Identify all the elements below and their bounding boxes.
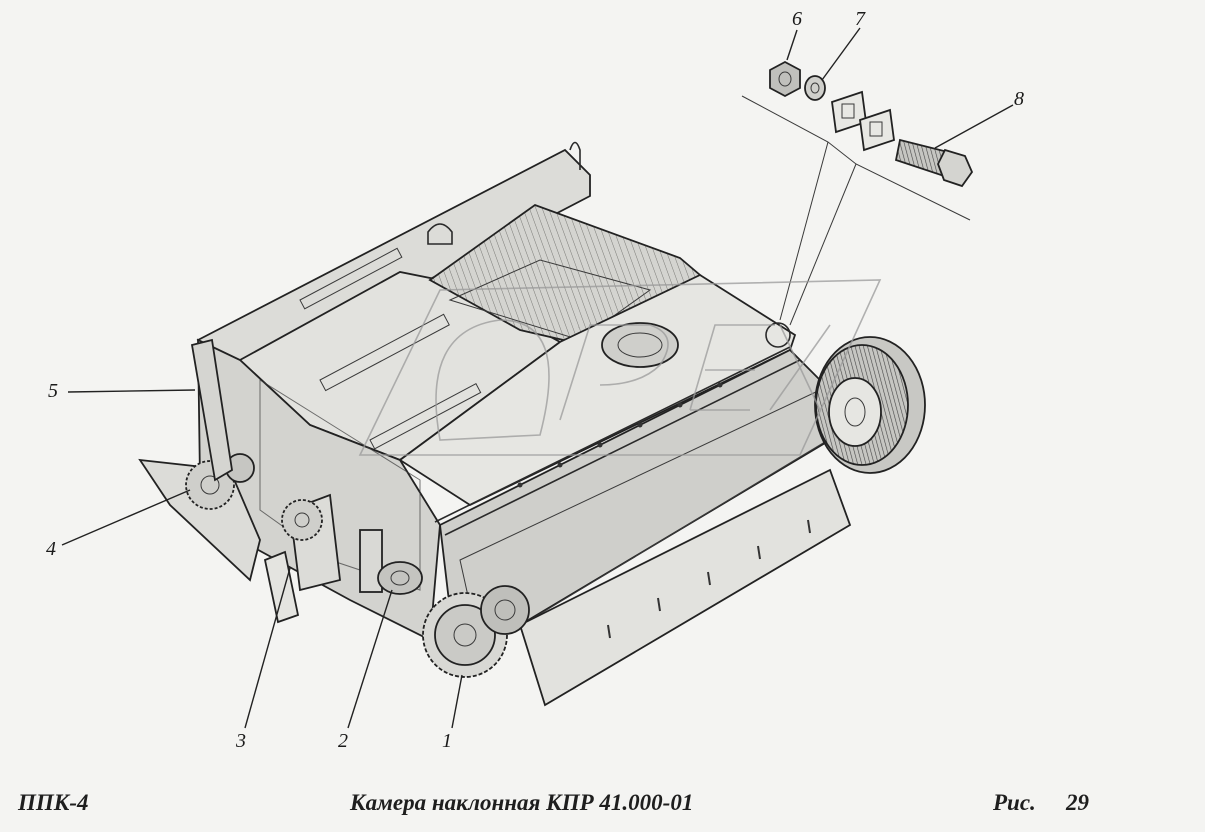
nut-6 [769,60,801,98]
footer-left-code: ППК-4 [18,790,89,815]
leader-1 [451,674,463,729]
leader-7 [821,27,861,81]
washer-7 [804,75,826,101]
pulley [814,336,926,474]
sprocket-1 [422,585,530,678]
leader-4 [61,489,191,546]
front-blade [518,468,852,707]
bracket-5 [190,338,233,482]
housing-left-side-shade [259,379,421,591]
leader-3 [244,567,291,729]
sprocket-4 [138,453,261,582]
lifting-eye [569,141,581,170]
cover-slots [299,247,482,450]
bolt-8 [894,138,974,188]
callout-3: 3 [236,730,246,752]
callout-4: 4 [46,538,56,560]
bearing-unit-2 [359,529,423,595]
callout-7: 7 [855,8,865,30]
leader-5 [67,389,196,393]
housing [196,141,831,642]
leader-lines [61,27,1014,729]
callout-2: 2 [338,730,348,752]
fastener-set [741,60,974,348]
watermark [358,279,882,456]
figure-title: Камера наклонная КПР 41.000-01 [350,790,694,815]
callout-5: 5 [48,380,58,402]
callout-6: 6 [792,8,802,30]
housing-opening-floor [448,259,652,341]
figure-label: Рис. [993,790,1036,815]
plate-b [859,108,895,152]
callout-1: 1 [442,730,452,752]
blade-slots [607,519,811,639]
top-cover-hatch [601,322,679,368]
figure-number: 29 [1066,790,1089,815]
callout-8: 8 [1014,88,1024,110]
leader-6 [786,29,798,61]
sprocket-3 [263,493,341,624]
beam-rivets [517,382,723,488]
leader-2 [347,589,393,729]
leader-8 [934,104,1014,149]
